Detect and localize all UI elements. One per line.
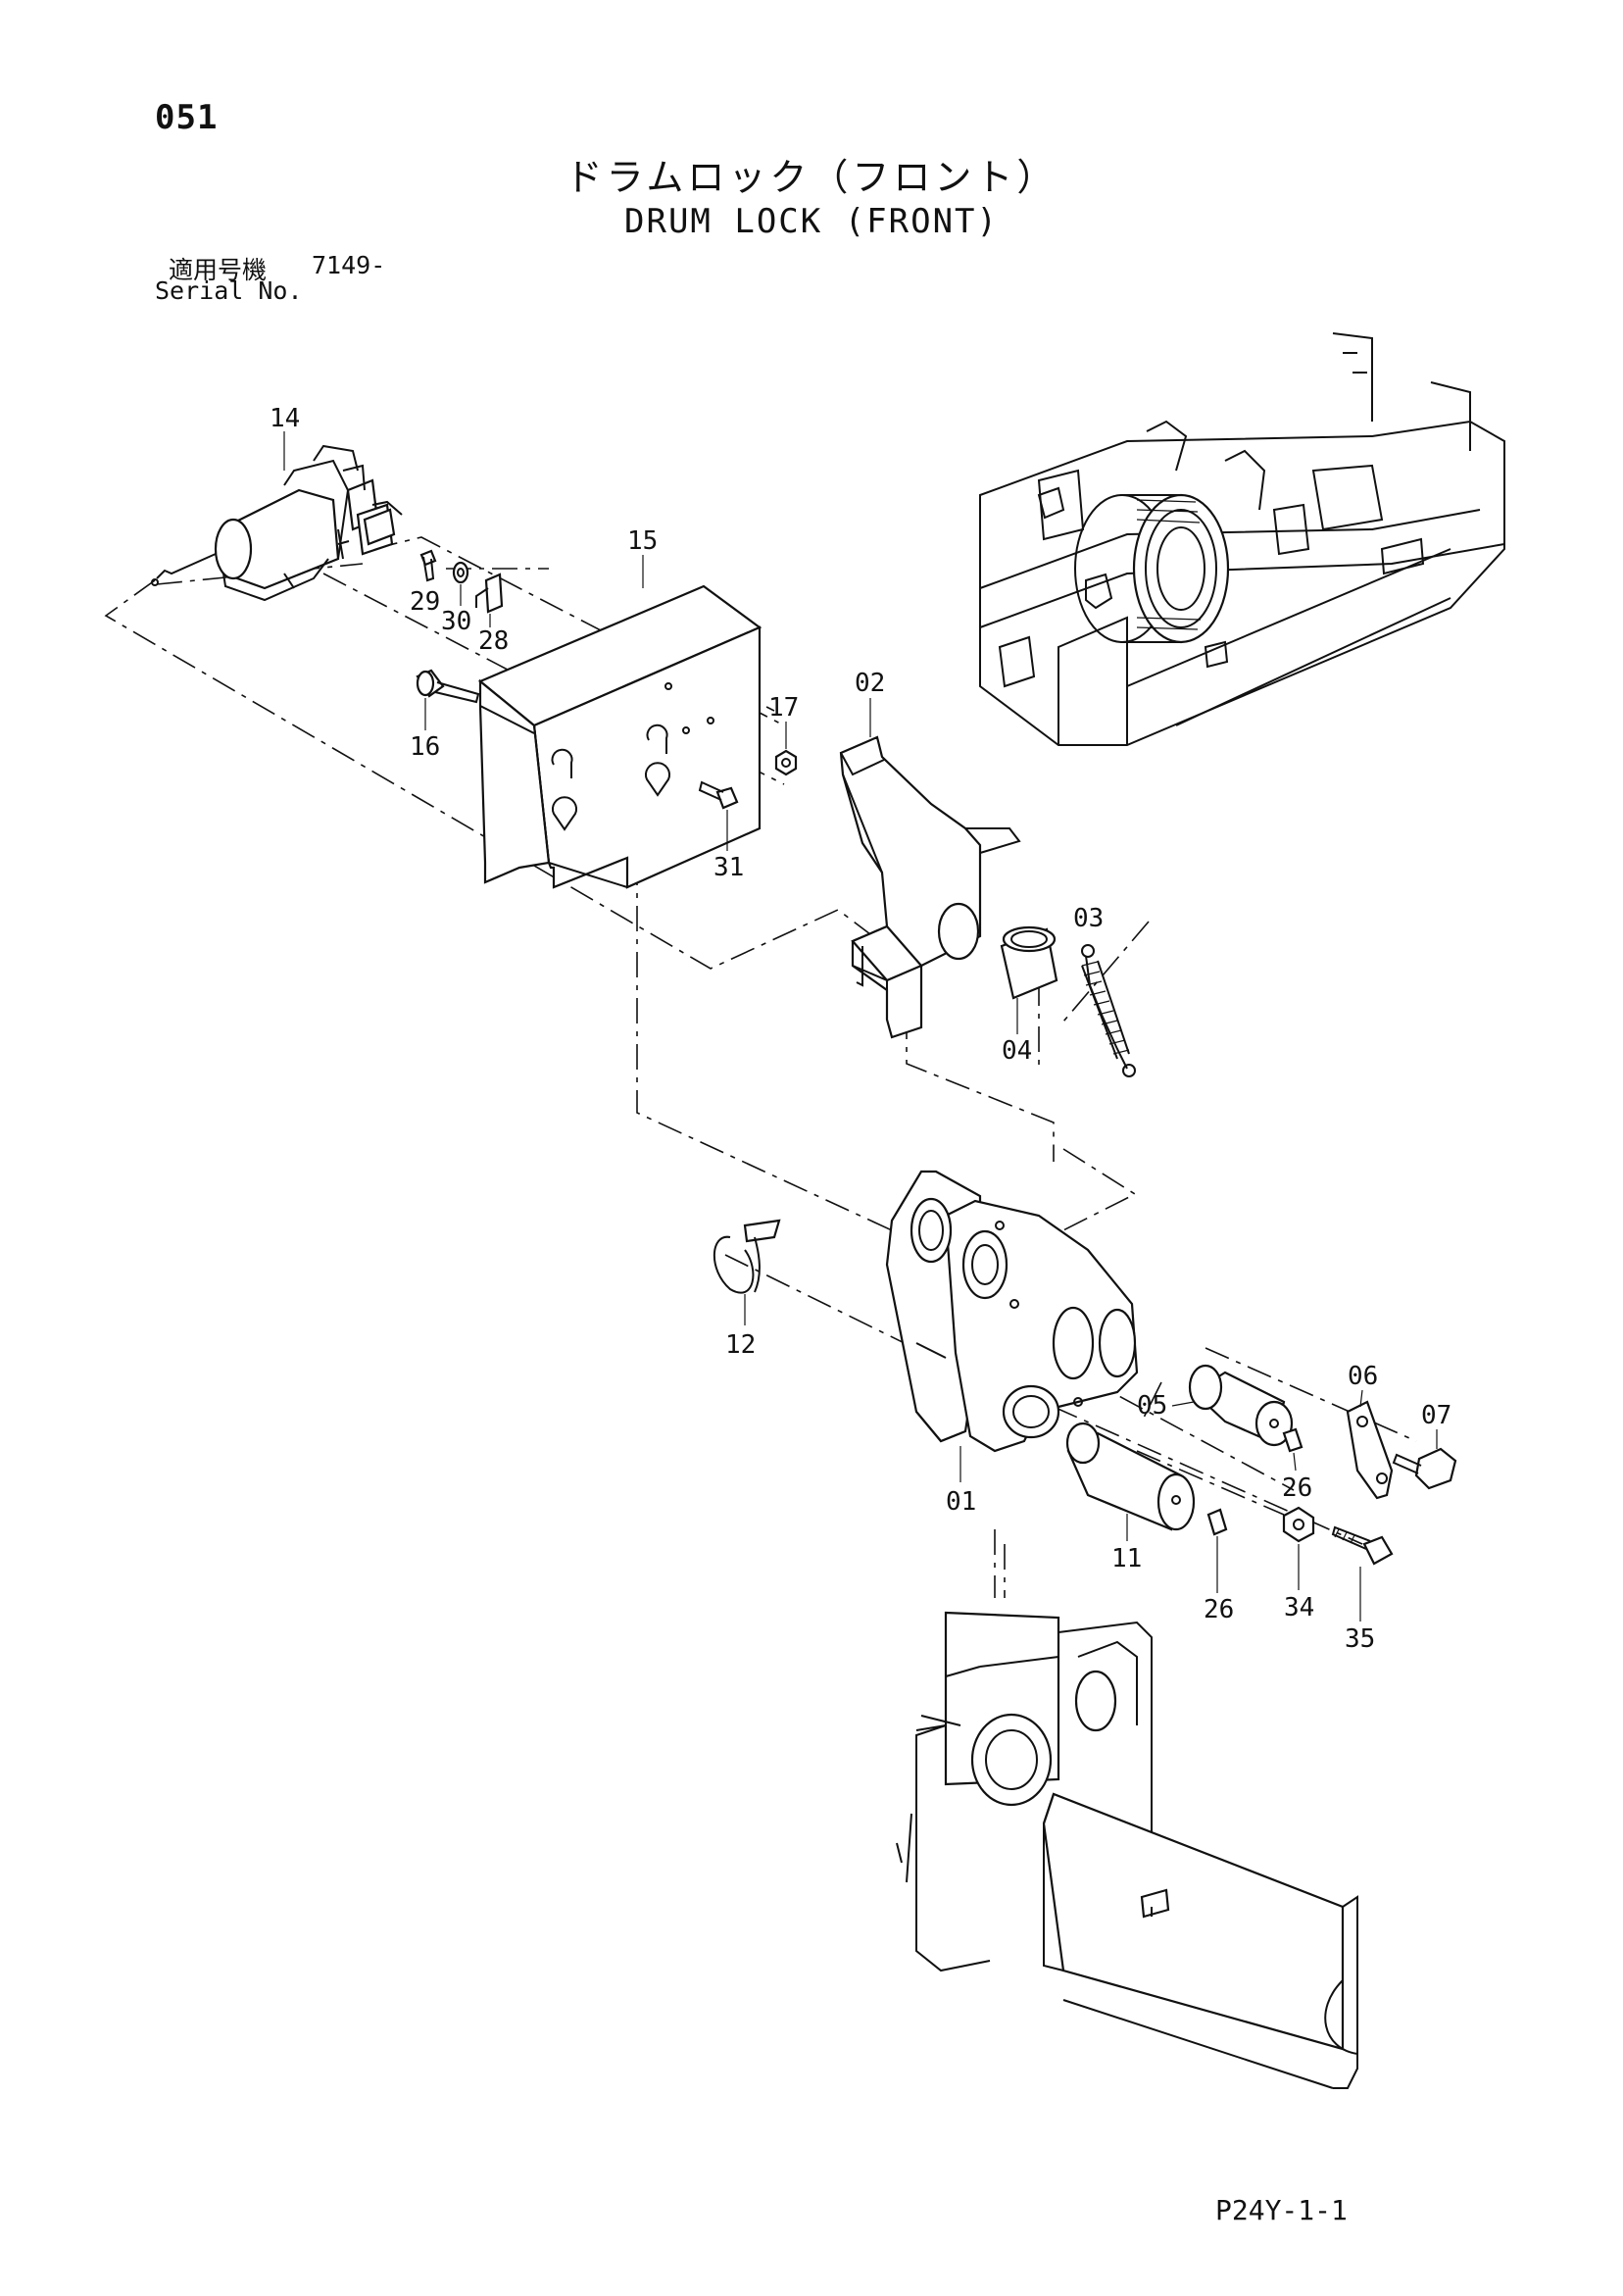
part-12-lock-pin <box>713 1219 781 1294</box>
part-06-plate <box>1346 1400 1394 1500</box>
callout-11: 11 <box>1111 1544 1142 1573</box>
callout-02: 02 <box>855 669 885 698</box>
callout-28: 28 <box>478 626 509 656</box>
part-30-washer <box>452 561 469 584</box>
callout-29: 29 <box>410 587 440 617</box>
callout-35: 35 <box>1345 1624 1375 1654</box>
callout-07: 07 <box>1421 1401 1451 1430</box>
part-29-bolt <box>419 549 437 582</box>
callout-26-upper: 26 <box>1282 1473 1312 1503</box>
part-26-spacer-lower <box>1206 1508 1228 1536</box>
mounting-frame <box>896 1611 1358 2089</box>
callout-04: 04 <box>1002 1036 1032 1066</box>
machine-overview-illustration <box>979 332 1505 746</box>
assembly-centerlines <box>104 536 1417 1598</box>
callout-15: 15 <box>627 526 658 556</box>
callout-03: 03 <box>1073 904 1104 933</box>
part-14-motor-actuator <box>151 444 403 602</box>
callout-05: 05 <box>1137 1391 1167 1421</box>
serial-label-english: Serial No. <box>155 276 303 305</box>
page-title-japanese: ドラムロック（フロント） <box>565 156 1058 199</box>
part-34-nut <box>1282 1506 1315 1543</box>
serial-number-value: 7149- <box>312 251 386 279</box>
part-26-spacer-upper <box>1282 1427 1303 1453</box>
callout-16: 16 <box>410 732 440 762</box>
callout-26-lower: 26 <box>1204 1595 1234 1624</box>
callout-31: 17 <box>768 693 799 723</box>
part-15-cover-plate <box>477 584 762 889</box>
callout-30: 30 <box>441 607 471 636</box>
page-title-english: DRUM LOCK (FRONT) <box>624 202 999 241</box>
callout-labels: 14 15 29 30 28 16 17 31 02 03 04 12 01 0… <box>270 404 1451 1654</box>
part-31-nut <box>774 749 798 776</box>
part-11-pin <box>1065 1422 1196 1531</box>
part-35-bolt <box>1331 1525 1394 1566</box>
part-04-bushing <box>1000 925 1058 1000</box>
callout-01: 01 <box>946 1487 976 1517</box>
part-17-bolt <box>698 780 739 810</box>
callout-14: 14 <box>270 404 300 433</box>
callout-12: 12 <box>725 1330 756 1360</box>
part-03-spring <box>1081 944 1136 1077</box>
callout-06: 06 <box>1348 1362 1378 1391</box>
part-28-clip <box>475 573 504 614</box>
callout-17: 31 <box>713 853 744 882</box>
footer-drawing-code: P24Y-1-1 <box>1215 2194 1348 2226</box>
part-01-lock-bracket <box>885 1170 1139 1453</box>
callout-34: 34 <box>1284 1593 1314 1622</box>
page-number: 051 <box>155 98 219 137</box>
serial-label-japanese: 適用号機 <box>169 256 268 284</box>
part-07-bolt <box>1392 1447 1457 1490</box>
part-02-lock-lever <box>839 735 1021 1039</box>
part-05-pin <box>1188 1364 1294 1447</box>
part-16-bolt <box>416 669 480 704</box>
